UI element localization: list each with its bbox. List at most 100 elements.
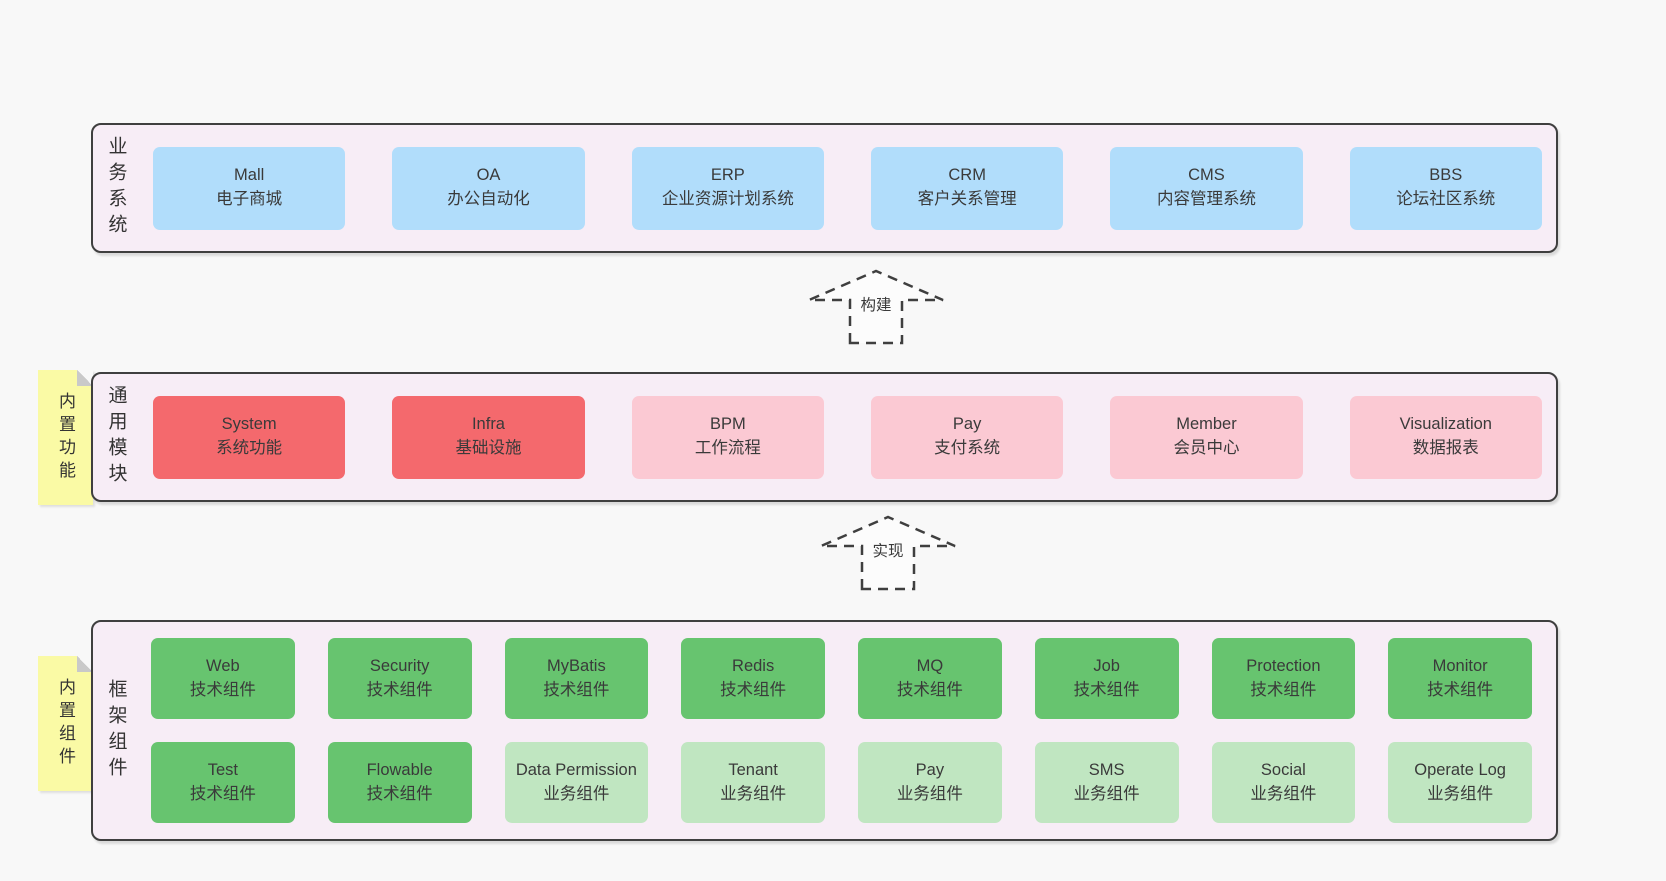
box-subtitle: 支付系统 bbox=[934, 439, 1001, 457]
arrow-implement-label: 实现 bbox=[869, 540, 907, 564]
box-mybatis: MyBatis 技术组件 bbox=[504, 638, 649, 719]
box-title: Redis bbox=[732, 656, 775, 675]
note-built-in-features: 内置功能 bbox=[38, 370, 93, 505]
box-flowable: Flowable 技术组件 bbox=[327, 742, 472, 823]
box-subtitle: 业务组件 bbox=[543, 784, 610, 803]
framework-components-grid: Web 技术组件 Security 技术组件 MyBatis 技术组件 Redi… bbox=[139, 622, 1556, 839]
box-subtitle: 技术组件 bbox=[189, 784, 256, 803]
folded-corner-icon bbox=[77, 370, 93, 386]
box-visualization: Visualization 数据报表 bbox=[1349, 395, 1542, 479]
layer-label-common-modules: 通用模块 bbox=[105, 385, 127, 489]
box-subtitle: 工作流程 bbox=[694, 439, 761, 457]
box-subtitle: 会员中心 bbox=[1173, 439, 1240, 457]
box-title: MQ bbox=[916, 656, 944, 675]
box-title: Tenant bbox=[728, 760, 778, 779]
box-subtitle: 办公自动化 bbox=[447, 190, 530, 208]
box-protection: Protection 技术组件 bbox=[1211, 638, 1356, 719]
arrow-build-label: 构建 bbox=[857, 294, 895, 318]
box-subtitle: 论坛社区系统 bbox=[1396, 190, 1496, 208]
box-subtitle: 技术组件 bbox=[543, 680, 610, 699]
box-redis: Redis 技术组件 bbox=[681, 638, 825, 719]
arrow-implement: 实现 bbox=[818, 514, 958, 592]
box-subtitle: 业务组件 bbox=[896, 784, 963, 803]
box-title: Social bbox=[1260, 760, 1306, 779]
box-subtitle: 技术组件 bbox=[896, 680, 963, 699]
box-title: Pay bbox=[915, 760, 945, 779]
box-subtitle: 技术组件 bbox=[1427, 680, 1494, 699]
box-pay-biz: Pay 业务组件 bbox=[858, 742, 1002, 823]
box-subtitle: 业务组件 bbox=[1250, 784, 1317, 803]
box-title: ERP bbox=[710, 166, 745, 185]
box-subtitle: 业务组件 bbox=[720, 784, 787, 803]
box-title: Monitor bbox=[1432, 656, 1488, 675]
box-infra: Infra 基础设施 bbox=[392, 395, 585, 479]
common-modules-row: System 系统功能 Infra 基础设施 BPM 工作流程 Pay 支付系统… bbox=[139, 374, 1556, 500]
box-operate-log: Operate Log 业务组件 bbox=[1388, 742, 1532, 823]
box-tenant: Tenant 业务组件 bbox=[681, 742, 825, 823]
box-subtitle: 基础设施 bbox=[455, 439, 522, 457]
box-erp: ERP 企业资源计划系统 bbox=[631, 146, 824, 230]
box-mall: Mall 电子商城 bbox=[153, 146, 346, 230]
box-subtitle: 数据报表 bbox=[1412, 439, 1479, 457]
box-pay: Pay 支付系统 bbox=[870, 395, 1064, 479]
box-title: Job bbox=[1093, 656, 1120, 675]
box-test: Test 技术组件 bbox=[151, 742, 295, 823]
box-title: System bbox=[221, 415, 277, 434]
box-title: Protection bbox=[1246, 656, 1321, 675]
box-subtitle: 电子商城 bbox=[216, 190, 283, 208]
box-title: OA bbox=[476, 166, 501, 185]
box-title: Visualization bbox=[1399, 415, 1492, 434]
box-sms: SMS 业务组件 bbox=[1034, 742, 1179, 823]
box-subtitle: 技术组件 bbox=[189, 680, 256, 699]
business-systems-row: Mall 电子商城 OA 办公自动化 ERP 企业资源计划系统 CRM 客户关系… bbox=[139, 125, 1556, 251]
box-title: BPM bbox=[709, 415, 746, 434]
box-bpm: BPM 工作流程 bbox=[631, 395, 824, 479]
box-monitor: Monitor 技术组件 bbox=[1388, 638, 1532, 719]
box-oa: OA 办公自动化 bbox=[392, 146, 585, 230]
box-subtitle: 技术组件 bbox=[720, 680, 787, 699]
folded-corner-icon bbox=[77, 656, 93, 672]
box-data-permission: Data Permission 业务组件 bbox=[504, 742, 649, 823]
box-social: Social 业务组件 bbox=[1211, 742, 1356, 823]
box-subtitle: 技术组件 bbox=[1250, 680, 1317, 699]
box-subtitle: 客户关系管理 bbox=[917, 190, 1017, 208]
box-title: Test bbox=[207, 760, 238, 779]
box-title: MyBatis bbox=[547, 656, 606, 675]
box-title: Member bbox=[1176, 415, 1237, 434]
box-title: CRM bbox=[948, 166, 986, 185]
layer-label-business-systems: 业务系统 bbox=[105, 136, 127, 240]
box-subtitle: 业务组件 bbox=[1427, 784, 1494, 803]
box-bbs: BBS 论坛社区系统 bbox=[1349, 146, 1542, 230]
box-title: BBS bbox=[1429, 166, 1463, 185]
box-title: Infra bbox=[471, 415, 505, 434]
box-subtitle: 技术组件 bbox=[366, 784, 433, 803]
box-system: System 系统功能 bbox=[153, 395, 346, 479]
box-subtitle: 技术组件 bbox=[366, 680, 433, 699]
box-title: Mall bbox=[234, 166, 265, 185]
box-title: Flowable bbox=[366, 760, 433, 779]
note-label: 内置组件 bbox=[56, 677, 75, 770]
box-subtitle: 技术组件 bbox=[1073, 680, 1140, 699]
note-label: 内置功能 bbox=[56, 391, 75, 484]
layer-label-framework-components: 框架组件 bbox=[105, 678, 127, 783]
box-cms: CMS 内容管理系统 bbox=[1110, 146, 1303, 230]
box-title: Operate Log bbox=[1414, 760, 1506, 779]
box-title: Web bbox=[206, 656, 240, 675]
box-subtitle: 内容管理系统 bbox=[1156, 190, 1256, 208]
box-title: Data Permission bbox=[515, 760, 637, 779]
box-title: CMS bbox=[1188, 166, 1225, 185]
box-subtitle: 企业资源计划系统 bbox=[661, 190, 794, 208]
layer-business-systems: 业务系统 Mall 电子商城 OA 办公自动化 ERP 企业资源计划系统 CRM… bbox=[91, 123, 1558, 253]
box-title: SMS bbox=[1088, 760, 1125, 779]
layer-common-modules: 通用模块 System 系统功能 Infra 基础设施 BPM 工作流程 Pay… bbox=[91, 372, 1558, 502]
layer-framework-components: 框架组件 Web 技术组件 Security 技术组件 MyBatis 技术组件… bbox=[91, 620, 1558, 841]
box-crm: CRM 客户关系管理 bbox=[870, 146, 1064, 230]
note-built-in-components: 内置组件 bbox=[38, 656, 93, 791]
box-web: Web 技术组件 bbox=[151, 638, 295, 719]
box-subtitle: 系统功能 bbox=[216, 439, 283, 457]
arrow-build: 构建 bbox=[806, 268, 946, 346]
box-security: Security 技术组件 bbox=[327, 638, 472, 719]
box-subtitle: 业务组件 bbox=[1073, 784, 1140, 803]
box-title: Pay bbox=[952, 415, 982, 434]
